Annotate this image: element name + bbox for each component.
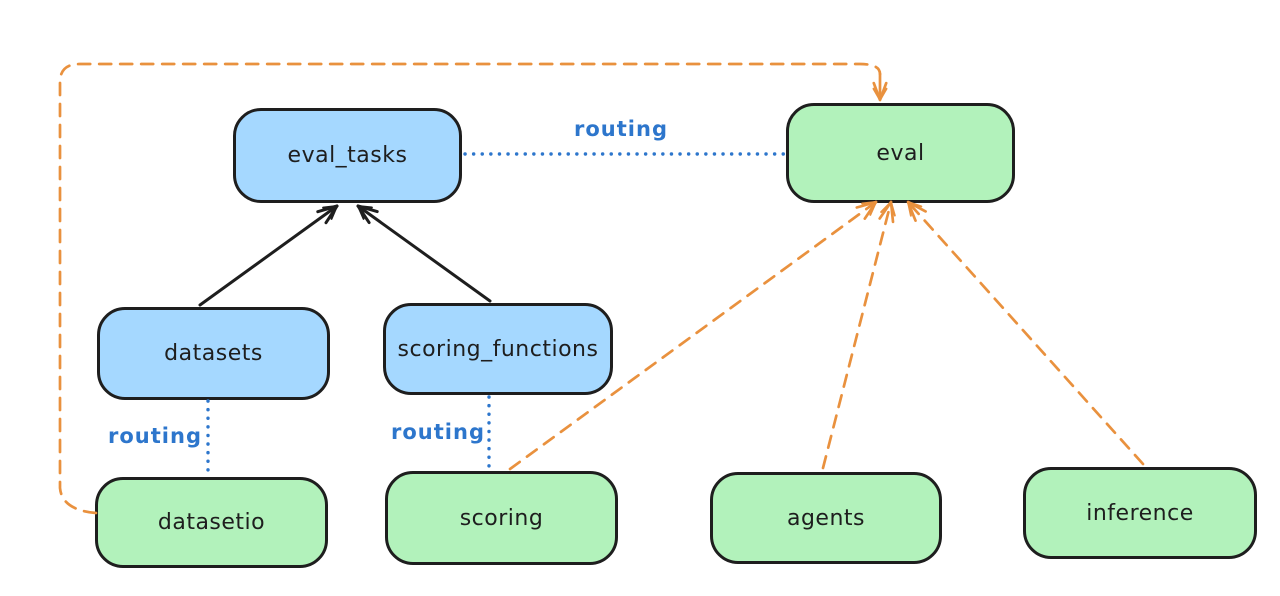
edge-scoring-functions-to-eval-tasks — [356, 204, 492, 303]
node-scoring-label: scoring — [459, 505, 544, 531]
edge-label-routing-datasets-datasetio: routing — [108, 424, 202, 448]
edge-label-routing-scoring-functions-scoring: routing — [391, 420, 485, 444]
node-scoring: scoring — [385, 471, 618, 565]
node-scoring-functions-label: scoring_functions — [397, 336, 599, 362]
node-agents-label: agents — [786, 505, 865, 531]
node-datasetio-label: datasetio — [157, 510, 266, 535]
node-inference: inference — [1023, 467, 1257, 559]
node-inference-label: inference — [1086, 500, 1194, 526]
node-scoring-functions: scoring_functions — [383, 303, 613, 395]
node-eval-label: eval — [876, 140, 925, 166]
edge-agents-to-eval — [821, 200, 896, 470]
node-eval-tasks-label: eval_tasks — [287, 143, 408, 168]
edge-datasets-to-eval-tasks — [198, 204, 339, 307]
node-agents: agents — [710, 472, 942, 564]
edge-inference-to-eval — [906, 200, 1145, 466]
node-eval: eval — [786, 103, 1015, 203]
edge-label-routing-eval-tasks-eval: routing — [574, 117, 668, 141]
node-eval-tasks: eval_tasks — [233, 108, 462, 203]
node-datasetio: datasetio — [95, 477, 328, 568]
node-datasets-label: datasets — [164, 341, 263, 366]
node-datasets: datasets — [97, 307, 330, 400]
